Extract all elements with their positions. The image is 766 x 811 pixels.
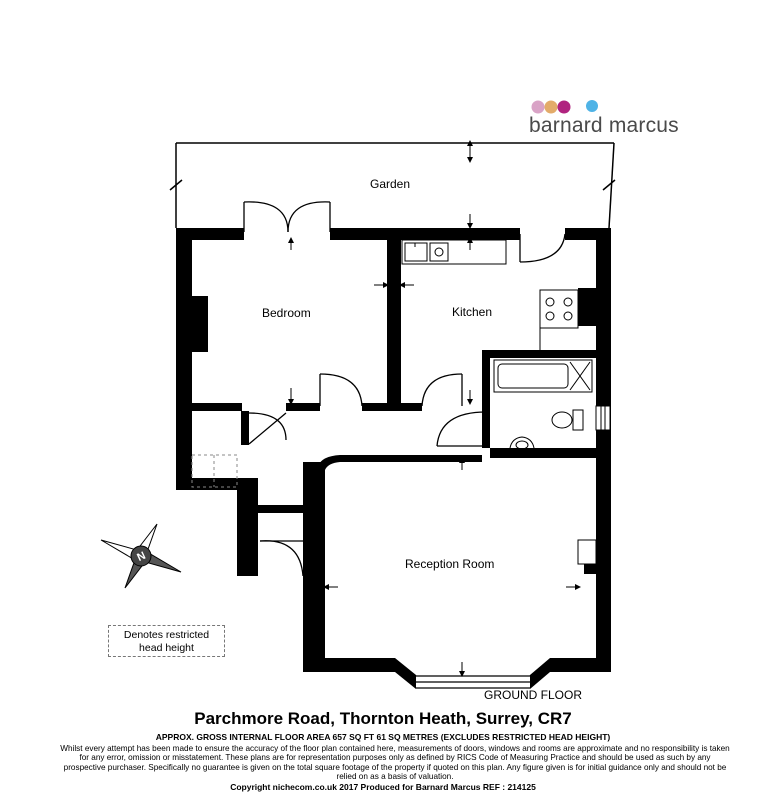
- bay-window: [394, 659, 551, 689]
- reception-side-wall: [584, 564, 596, 574]
- bedroom-door: [319, 373, 363, 407]
- room-label-garden: Garden: [370, 177, 411, 191]
- dimension-arrows: [288, 140, 581, 677]
- disclaimer-text: Whilst every attempt has been made to en…: [60, 744, 730, 782]
- restricted-height-legend: Denotes restricted head height: [108, 625, 225, 657]
- legend-line-1: Denotes restricted: [123, 629, 210, 641]
- bathroom-window: [595, 405, 611, 431]
- french-doors: [243, 201, 331, 233]
- compass-icon: N: [100, 523, 182, 589]
- property-address: Parchmore Road, Thornton Heath, Surrey, …: [194, 709, 572, 728]
- reception-door: [305, 469, 319, 506]
- floor-label: GROUND FLOOR: [484, 688, 583, 702]
- bath: [493, 359, 593, 393]
- internal-walls: [192, 240, 596, 513]
- toilet: [551, 409, 584, 431]
- floor-area: APPROX. GROSS INTERNAL FLOOR AREA 657 SQ…: [155, 732, 611, 742]
- room-label-kitchen: Kitchen: [452, 305, 493, 319]
- kitchen-hob: [539, 289, 579, 329]
- room-label-reception: Reception Room: [405, 557, 495, 571]
- brand-logo-dots: [531, 100, 598, 114]
- legend-line-2: head height: [139, 642, 194, 654]
- washbasin: [509, 436, 535, 450]
- copyright-text: Copyright nichecom.co.uk 2017 Produced f…: [230, 782, 536, 792]
- bathroom-door: [436, 411, 487, 447]
- external-walls: [176, 228, 611, 689]
- restricted-area: [191, 454, 238, 488]
- room-label-bedroom: Bedroom: [262, 306, 311, 320]
- kitchen-door: [421, 373, 463, 407]
- reception-side-window: [577, 539, 597, 565]
- front-door: [259, 540, 304, 577]
- cupboard-door: [248, 412, 287, 445]
- kitchen-garden-door: [519, 233, 566, 263]
- kitchen-sink: [401, 239, 507, 265]
- brand-name: barnard marcus: [529, 114, 679, 137]
- garden-outline: [169, 142, 616, 229]
